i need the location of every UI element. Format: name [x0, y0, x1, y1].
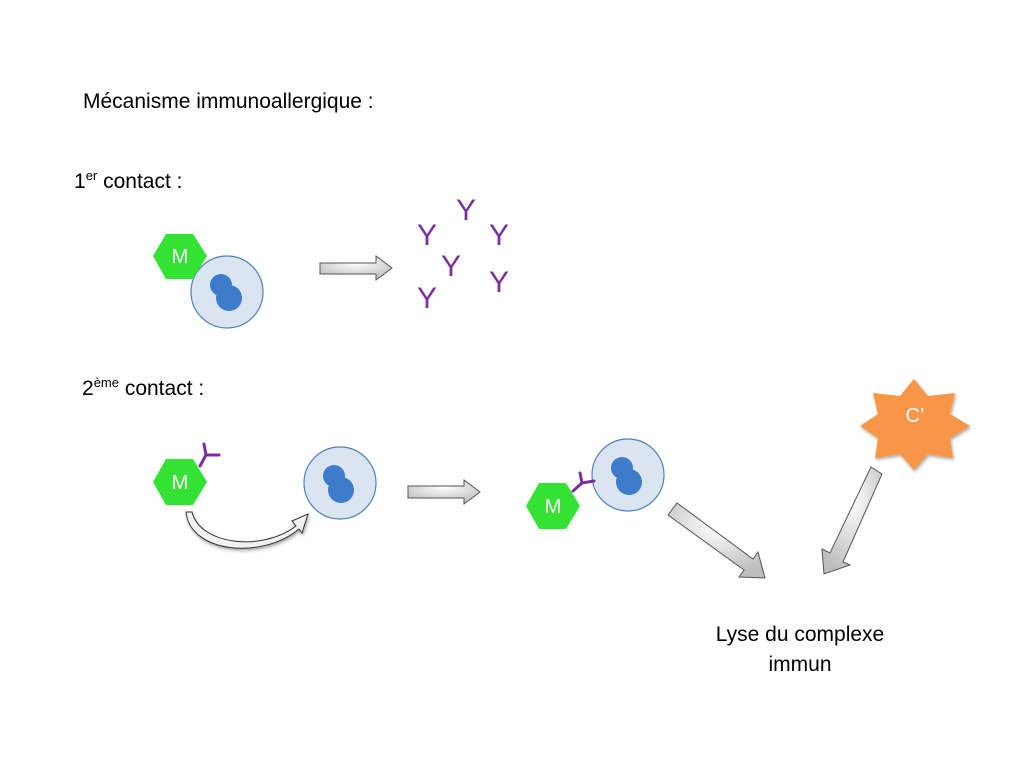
second-contact-number: 2 — [82, 377, 94, 400]
block-arrow-to-lysis-right — [821, 466, 883, 575]
cell-nucleus-1 — [210, 274, 242, 311]
lysis-result-label: Lyse du complexe immun — [715, 623, 885, 676]
antibody-symbol: Y — [417, 282, 437, 315]
first-contact-number: 1 — [74, 170, 86, 193]
curved-arrow — [185, 511, 309, 549]
second-contact-heading: 2ème contact : — [82, 375, 205, 400]
bound-antibody-icon — [571, 471, 596, 493]
block-arrow-2 — [407, 479, 481, 505]
cell-nucleus-3 — [611, 457, 642, 495]
lymphocyte-cell-2 — [303, 446, 377, 520]
antibody-symbol: Y — [441, 250, 461, 283]
first-contact-heading: 1er contact : — [74, 168, 183, 193]
second-contact-label: contact : — [124, 377, 205, 400]
antibody-symbol: Y — [456, 194, 476, 227]
medication-label-3: M — [545, 496, 562, 518]
medication-hexagon-3: M — [526, 483, 580, 529]
antibody-group: Y Y Y Y Y Y — [417, 194, 509, 315]
block-arrow-to-lysis-left — [667, 502, 766, 579]
slide-title: Mécanisme immunoallergique : — [83, 90, 374, 113]
first-contact-superscript: er — [85, 168, 98, 183]
medication-hexagon-1: M — [153, 234, 207, 279]
antibody-symbol: Y — [489, 219, 509, 252]
lymphocyte-cell-1 — [190, 255, 264, 329]
antibody-symbol: Y — [417, 219, 437, 252]
cell-nucleus-2 — [323, 465, 354, 503]
medication-hexagon-2: M — [153, 459, 207, 505]
first-contact-label: contact : — [103, 170, 183, 193]
block-arrow-1 — [319, 255, 393, 281]
second-contact-superscript: ème — [93, 375, 119, 390]
complement-star: C’ — [860, 379, 970, 470]
bound-antibody-icon — [198, 442, 221, 468]
lymphocyte-cell-3 — [591, 438, 665, 512]
complement-label: C’ — [906, 405, 925, 427]
medication-label-2: M — [172, 472, 189, 494]
antibody-symbol: Y — [489, 266, 509, 299]
medication-label-1: M — [172, 246, 189, 268]
